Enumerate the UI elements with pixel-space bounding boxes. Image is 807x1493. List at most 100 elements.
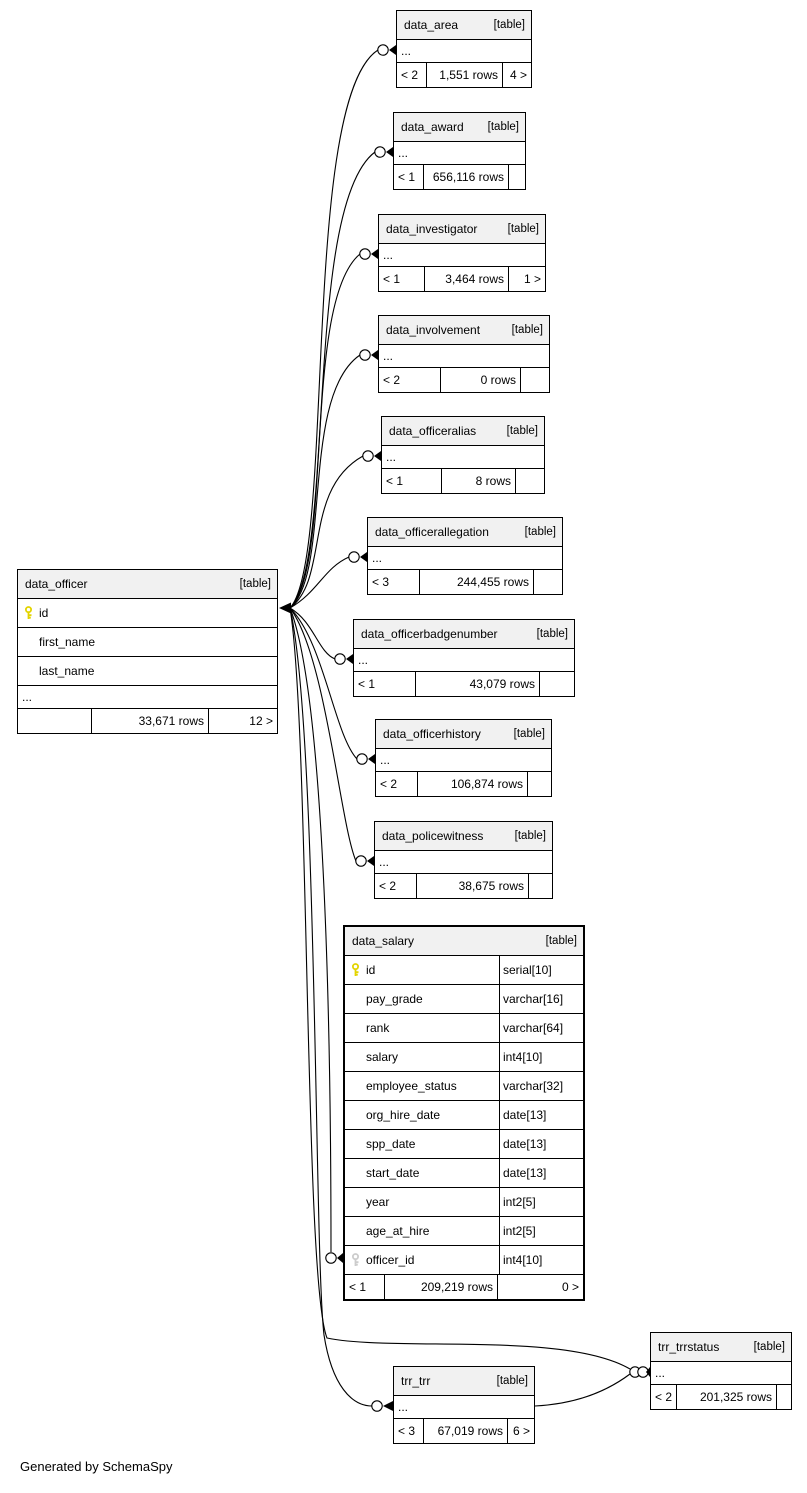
column-name: spp_date — [366, 1137, 416, 1151]
table-name: data_officerhistory — [383, 727, 481, 741]
zero-many-circle — [325, 1252, 337, 1264]
zero-many-circle — [371, 1400, 383, 1412]
table-header[interactable]: trr_trr[table] — [394, 1367, 534, 1396]
table-tag: [table] — [524, 526, 556, 538]
incoming-fk-count: < 2 — [379, 368, 441, 392]
table-name: trr_trr — [401, 1374, 431, 1388]
relationship-line — [289, 556, 350, 609]
column-name: ... — [398, 146, 409, 160]
column-name: ... — [379, 855, 390, 869]
table-name: data_officerbadgenumber — [361, 627, 498, 641]
column-name: org_hire_date — [366, 1108, 441, 1122]
table-header[interactable]: data_salary[table] — [345, 927, 583, 956]
more-columns-row: ... — [379, 244, 545, 267]
column-type: varchar[32] — [499, 1072, 583, 1100]
table-tag: [table] — [487, 121, 519, 133]
column-row-org_hire_date: org_hire_date date[13] — [345, 1101, 583, 1130]
more-columns-row: ... — [382, 446, 544, 469]
outgoing-fk-count — [521, 368, 549, 392]
row-count: 8 rows — [442, 469, 516, 493]
primary-key-icon — [345, 963, 366, 977]
incoming-fk-count: < 1 — [382, 469, 442, 493]
incoming-fk-count: < 3 — [368, 570, 420, 594]
row-count: 244,455 rows — [420, 570, 534, 594]
table-header[interactable]: trr_trrstatus[table] — [651, 1333, 791, 1362]
outgoing-fk-count: 0 > — [561, 1280, 579, 1294]
table-header[interactable]: data_investigator [table] — [379, 215, 545, 244]
zero-many-circle — [359, 349, 371, 361]
outgoing-fk-count: 1 > — [523, 272, 541, 286]
table-header[interactable]: data_award[table] — [394, 113, 525, 142]
table-header[interactable]: data_policewitness[table] — [375, 822, 552, 851]
column-name: ... — [386, 450, 397, 464]
zero-many-circle — [355, 855, 367, 867]
column-type: int2[5] — [499, 1217, 583, 1245]
table-header[interactable]: data_officerbadgenumber[table] — [354, 620, 574, 649]
table-name: data_officeralias — [389, 424, 477, 438]
incoming-fk-count: < 2 — [651, 1385, 677, 1409]
relationship-line — [289, 253, 361, 609]
table-header[interactable]: data_involvement[table] — [379, 316, 549, 345]
table-tag: [table] — [514, 830, 546, 842]
column-row-first_name: first_name — [18, 628, 277, 657]
generated-by-caption: Generated by SchemaSpy — [20, 1459, 173, 1474]
column-name: id — [366, 963, 376, 977]
column-type: date[13] — [499, 1159, 583, 1187]
column-row-id: id — [18, 599, 277, 628]
table-header[interactable]: data_officerhistory[table] — [376, 720, 551, 749]
table-header[interactable]: data_officer[table] — [18, 570, 277, 599]
row-count: 656,116 rows — [424, 165, 509, 189]
zero-many-circle — [374, 146, 386, 158]
column-name: rank — [366, 1021, 390, 1035]
fk-arrowhead — [374, 451, 381, 461]
table-tag: [table] — [507, 223, 539, 235]
table-name: data_investigator — [386, 222, 478, 236]
more-columns-row: ... — [375, 851, 552, 874]
more-columns-row: ... — [354, 649, 574, 672]
relationship-line — [289, 151, 376, 609]
table-name: data_officer — [25, 577, 88, 591]
table-name: data_area — [404, 18, 459, 32]
outgoing-fk-count: 12 > — [249, 714, 273, 728]
zero-many-circle — [348, 551, 360, 563]
column-name: last_name — [39, 664, 95, 678]
relationship-line — [289, 455, 364, 609]
column-row-salary: salary int4[10] — [345, 1043, 583, 1072]
column-name: salary — [366, 1050, 399, 1064]
outgoing-fk-count — [534, 570, 562, 594]
table-header[interactable]: data_area[table] — [397, 11, 531, 40]
more-columns-row: ... — [394, 142, 525, 165]
column-name: start_date — [366, 1166, 420, 1180]
table-header[interactable]: data_officeralias[table] — [382, 417, 544, 446]
relationship-line — [289, 607, 357, 862]
more-columns-row: ... — [379, 345, 549, 368]
column-name: age_at_hire — [366, 1224, 430, 1238]
column-type: int4[10] — [499, 1043, 583, 1071]
outgoing-fk-count: 6 > — [512, 1424, 530, 1438]
pk-arrowhead — [279, 602, 291, 614]
outgoing-fk-count — [516, 469, 544, 493]
table-header[interactable]: data_officerallegation[table] — [368, 518, 562, 547]
table-name: data_involvement — [386, 323, 481, 337]
column-type: date[13] — [499, 1101, 583, 1129]
primary-key-icon — [18, 606, 39, 620]
